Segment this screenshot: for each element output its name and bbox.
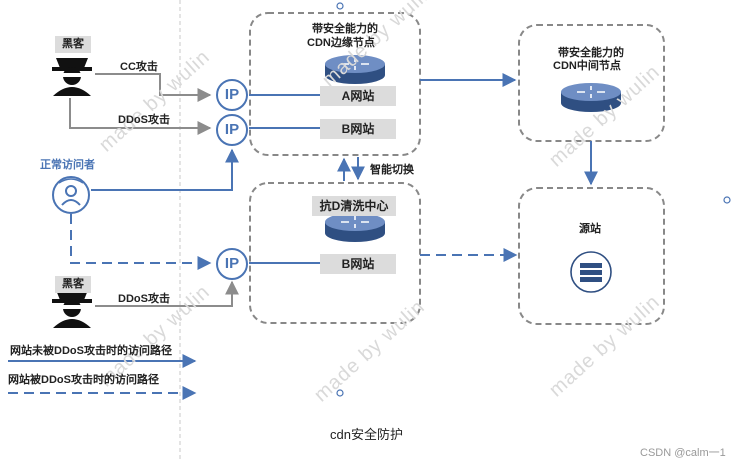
origin-label: 源站 (579, 223, 601, 235)
ddos-attack-label: DDoS攻击 (118, 293, 170, 305)
router-icon (561, 83, 621, 112)
cc-attack-arrow (95, 73, 212, 102)
cc-attack-label: CC攻击 (120, 61, 158, 73)
site-b-tag: B网站 (320, 119, 396, 139)
ddos-attack-arrow-2 (95, 280, 239, 307)
edge-node-title: CDN边缘节点 (307, 37, 375, 49)
credit-watermark: CSDN @calm一1 (640, 447, 726, 459)
normal-access-path (91, 148, 239, 191)
site-b-scrub-tag: B网站 (320, 254, 396, 274)
scrub-title-tag: 抗D清洗中心 (312, 196, 396, 216)
router-icon (325, 213, 385, 242)
ip-node: IP (216, 114, 248, 146)
ref-dot-top (336, 2, 344, 10)
router-icon (325, 55, 385, 84)
smart-switch-label: 智能切换 (370, 164, 414, 176)
hacker-label: 黑客 (55, 276, 91, 293)
ip-node: IP (216, 248, 248, 280)
attacked-access-path (70, 214, 212, 270)
legend-normal-label: 网站未被DDoS攻击时的访问路径 (10, 345, 172, 357)
mid-node-title: 带安全能力的 (558, 47, 624, 59)
server-icon (570, 251, 612, 293)
ref-dot-bottom (336, 389, 344, 397)
edge-node-box (249, 12, 421, 156)
figure-caption: cdn安全防护 (330, 427, 403, 442)
origin-box (518, 187, 665, 325)
legend-attacked-label: 网站被DDoS攻击时的访问路径 (8, 374, 159, 386)
ddos-attack-arrow (69, 98, 212, 135)
ddos-attack-label: DDoS攻击 (118, 114, 170, 126)
edge-node-title: 带安全能力的 (312, 23, 378, 35)
visitor-label: 正常访问者 (40, 159, 95, 171)
user-icon (52, 176, 90, 214)
hacker-icon (52, 58, 92, 96)
ref-dot-right (723, 196, 731, 204)
site-a-tag: A网站 (320, 86, 396, 106)
mid-node-box (518, 24, 665, 142)
hacker-label: 黑客 (55, 36, 91, 53)
hacker-icon (52, 290, 92, 328)
ip-node: IP (216, 79, 248, 111)
scrubbing-center-box (249, 182, 421, 324)
mid-node-title: CDN中间节点 (553, 60, 621, 72)
